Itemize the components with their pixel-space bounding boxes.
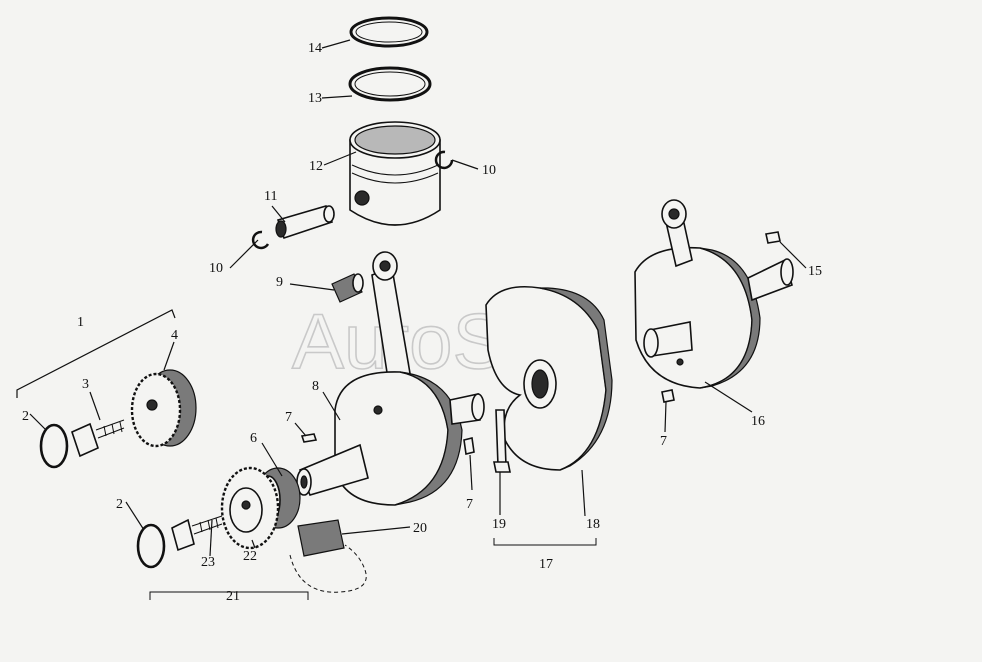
circlip-left: [251, 230, 270, 250]
leader-lines: [16, 39, 807, 600]
label-21: 21: [226, 589, 240, 604]
label-14: 14: [308, 41, 322, 56]
label-18: 18: [586, 517, 600, 532]
key-center-right: [463, 437, 475, 455]
oil-pump-gear: [130, 369, 197, 448]
label-8: 8: [312, 379, 319, 394]
label-3: 3: [82, 377, 89, 392]
label-4: 4: [171, 328, 178, 343]
key-center: [300, 433, 318, 443]
label-7-right: 7: [660, 434, 667, 449]
o-ring-lower: [136, 523, 166, 569]
crankshaft-assembly-center: [296, 251, 485, 506]
label-16: 16: [751, 414, 765, 429]
crank-pin-bolt: [493, 409, 511, 473]
label-6: 6: [250, 431, 257, 446]
label-23: 23: [201, 555, 215, 570]
piston: [349, 121, 441, 226]
label-1: 1: [77, 315, 84, 330]
label-7-center-right: 7: [466, 497, 473, 512]
crank-half-right: [634, 199, 794, 389]
label-10-right: 10: [482, 163, 496, 178]
label-13: 13: [308, 91, 322, 106]
label-7-center: 7: [285, 410, 292, 425]
label-15: 15: [808, 264, 822, 279]
label-22: 22: [243, 549, 257, 564]
label-10-left: 10: [209, 261, 223, 276]
bolt-upper: [71, 419, 125, 458]
timing-chain: [289, 519, 367, 593]
label-17: 17: [539, 557, 553, 572]
label-20: 20: [413, 521, 427, 536]
timing-gear-large: [220, 466, 280, 550]
piston-ring-lower: [348, 66, 432, 102]
key-right: [661, 389, 675, 403]
key-top-right: [765, 231, 781, 244]
bolt-lower: [171, 515, 223, 552]
circlip-right: [434, 150, 454, 170]
label-9: 9: [276, 275, 283, 290]
piston-pin: [275, 205, 335, 240]
label-12: 12: [309, 159, 323, 174]
piston-ring-upper: [349, 16, 429, 48]
crank-flywheel: [485, 286, 613, 471]
needle-bearing: [331, 273, 364, 303]
label-11: 11: [264, 189, 277, 204]
o-ring-upper: [39, 423, 69, 469]
label-2-lower: 2: [116, 497, 123, 512]
label-19: 19: [492, 517, 506, 532]
label-2-upper: 2: [22, 409, 29, 424]
